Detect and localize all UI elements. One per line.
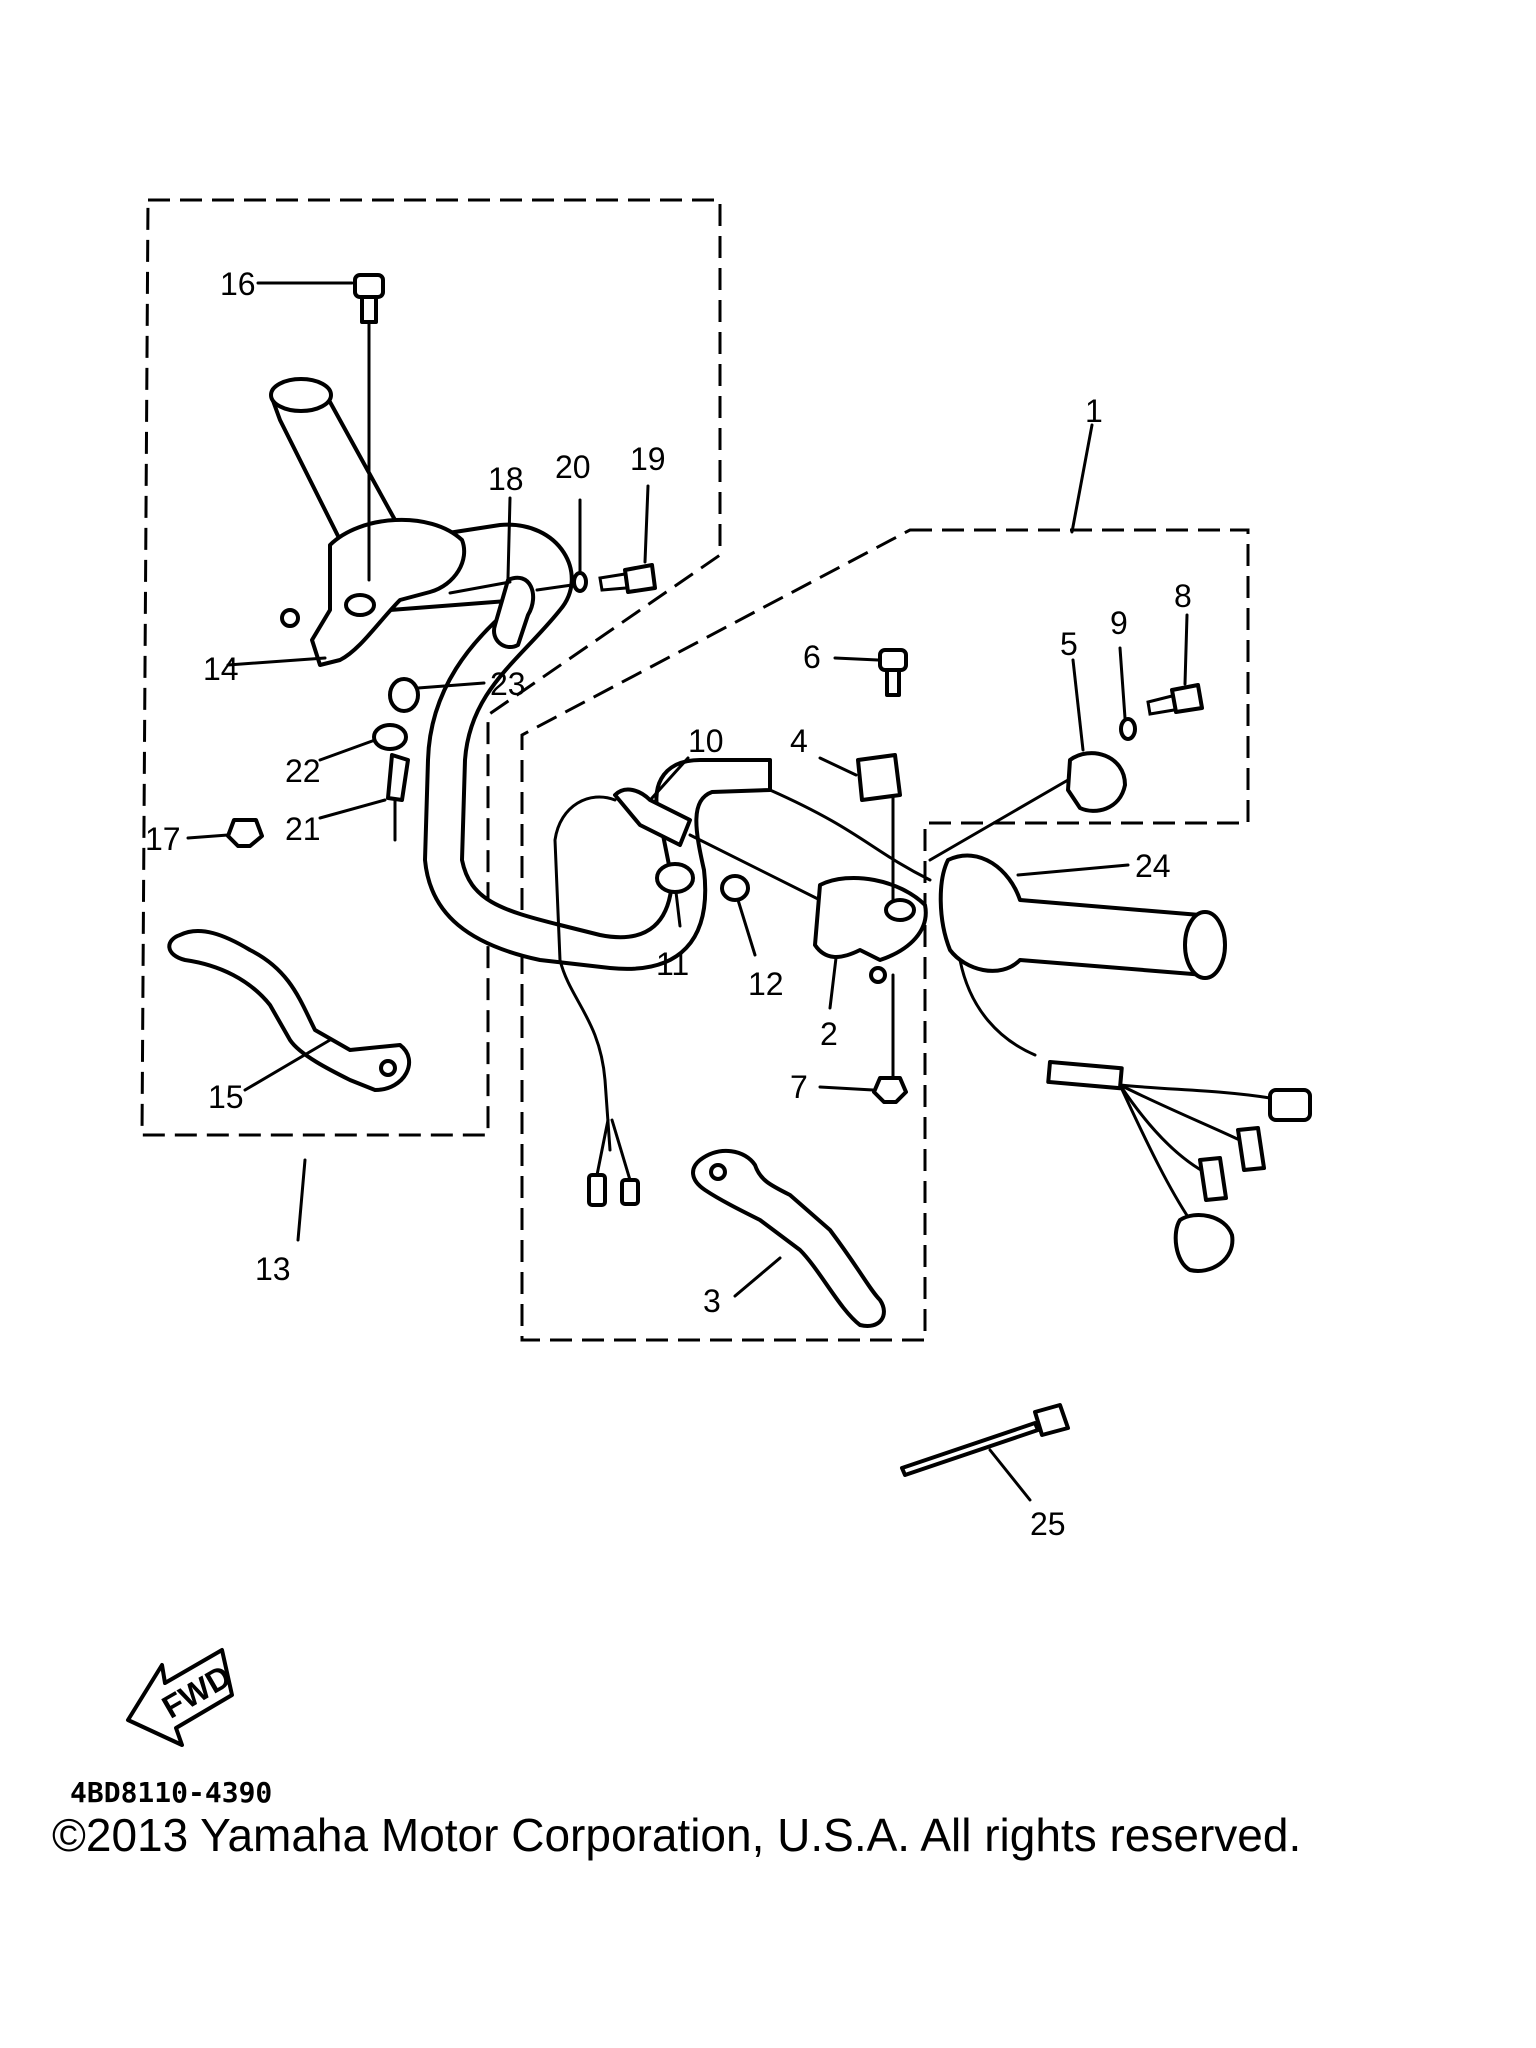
callout-4: 4 xyxy=(790,723,808,759)
callout-11: 11 xyxy=(656,946,689,982)
adjuster-11 xyxy=(655,862,695,894)
washer-12 xyxy=(720,874,750,902)
lead-wires xyxy=(587,1118,640,1207)
bolt-6 xyxy=(878,648,908,902)
lever-3 xyxy=(691,1148,886,1328)
callout-14: 14 xyxy=(203,651,239,687)
lever-holder-14 xyxy=(280,517,467,667)
collar-23 xyxy=(388,677,420,713)
callout-20: 20 xyxy=(555,449,591,485)
nut-22 xyxy=(372,723,408,751)
screw-8 xyxy=(1146,683,1204,716)
wire-harness xyxy=(958,958,1312,1273)
cable-21 xyxy=(386,753,410,842)
diagram-code: 4BD8110-4390 xyxy=(70,1776,272,1809)
callout-2: 2 xyxy=(820,1016,838,1052)
lever-15 xyxy=(167,929,412,1092)
callout-10: 10 xyxy=(688,723,724,759)
callout-13: 13 xyxy=(255,1251,291,1287)
callout-21: 21 xyxy=(285,811,321,847)
callout-15: 15 xyxy=(208,1079,244,1115)
left-grip xyxy=(269,377,397,562)
switch-10 xyxy=(553,787,862,1152)
copyright-notice: ©2013 Yamaha Motor Corporation, U.S.A. A… xyxy=(52,1809,1302,1861)
callout-17: 17 xyxy=(145,821,181,857)
switch-4 xyxy=(856,753,902,802)
clamp-18 xyxy=(448,575,574,649)
nut-7 xyxy=(872,973,908,1104)
throttle-grip-24 xyxy=(938,853,1227,980)
cable-tie-25 xyxy=(900,1403,1070,1477)
callout-1: 1 xyxy=(1085,393,1103,429)
callout-3: 3 xyxy=(703,1283,721,1319)
callout-24: 24 xyxy=(1135,848,1171,884)
callout-8: 8 xyxy=(1174,578,1192,614)
callout-labels: 1 2 3 4 5 6 7 8 9 10 11 12 13 14 15 16 1… xyxy=(145,266,1192,1542)
callout-19: 19 xyxy=(630,441,666,477)
lever-holder-2 xyxy=(813,876,928,984)
callout-9: 9 xyxy=(1110,605,1128,641)
group-1-outline xyxy=(520,528,1250,1342)
washer-20 xyxy=(572,571,588,593)
callout-25: 25 xyxy=(1030,1506,1066,1542)
clamp-5 xyxy=(928,751,1127,862)
nut-17 xyxy=(226,818,264,848)
screw-19 xyxy=(598,563,657,594)
callout-6: 6 xyxy=(803,639,821,675)
callout-16: 16 xyxy=(220,266,256,302)
fwd-arrow-icon: FWD xyxy=(126,1648,237,1747)
handlebar xyxy=(368,522,932,971)
bolt-16 xyxy=(353,273,385,582)
callout-7: 7 xyxy=(790,1069,808,1105)
washer-9 xyxy=(1119,717,1137,741)
callout-18: 18 xyxy=(488,461,524,497)
callout-23: 23 xyxy=(490,666,526,702)
leader-lines xyxy=(186,281,1189,1502)
callout-5: 5 xyxy=(1060,626,1078,662)
callout-12: 12 xyxy=(748,966,784,1002)
callout-22: 22 xyxy=(285,753,321,789)
